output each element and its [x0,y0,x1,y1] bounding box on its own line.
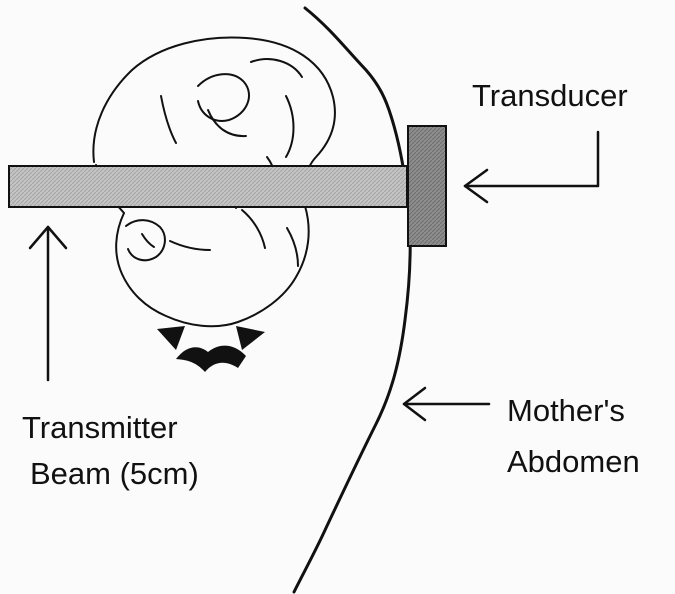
mother-label-line-1: Mother's [507,395,625,426]
transmitter-label-line-2: Beam (5cm) [30,458,199,489]
transmitter-beam [9,166,407,207]
fetal-lower-shadow [176,346,246,372]
fetal-left-shadow [157,326,185,350]
transducer-pointer-line [465,132,598,186]
mother-abdomen-outline [294,8,410,592]
mother-label-line-2: Abdomen [507,446,640,477]
transducer-label: Transducer [472,80,628,111]
transmitter-label-line-1: Transmitter [22,412,178,443]
transducer-block [408,126,446,246]
fetal-right-shadow [236,326,265,350]
